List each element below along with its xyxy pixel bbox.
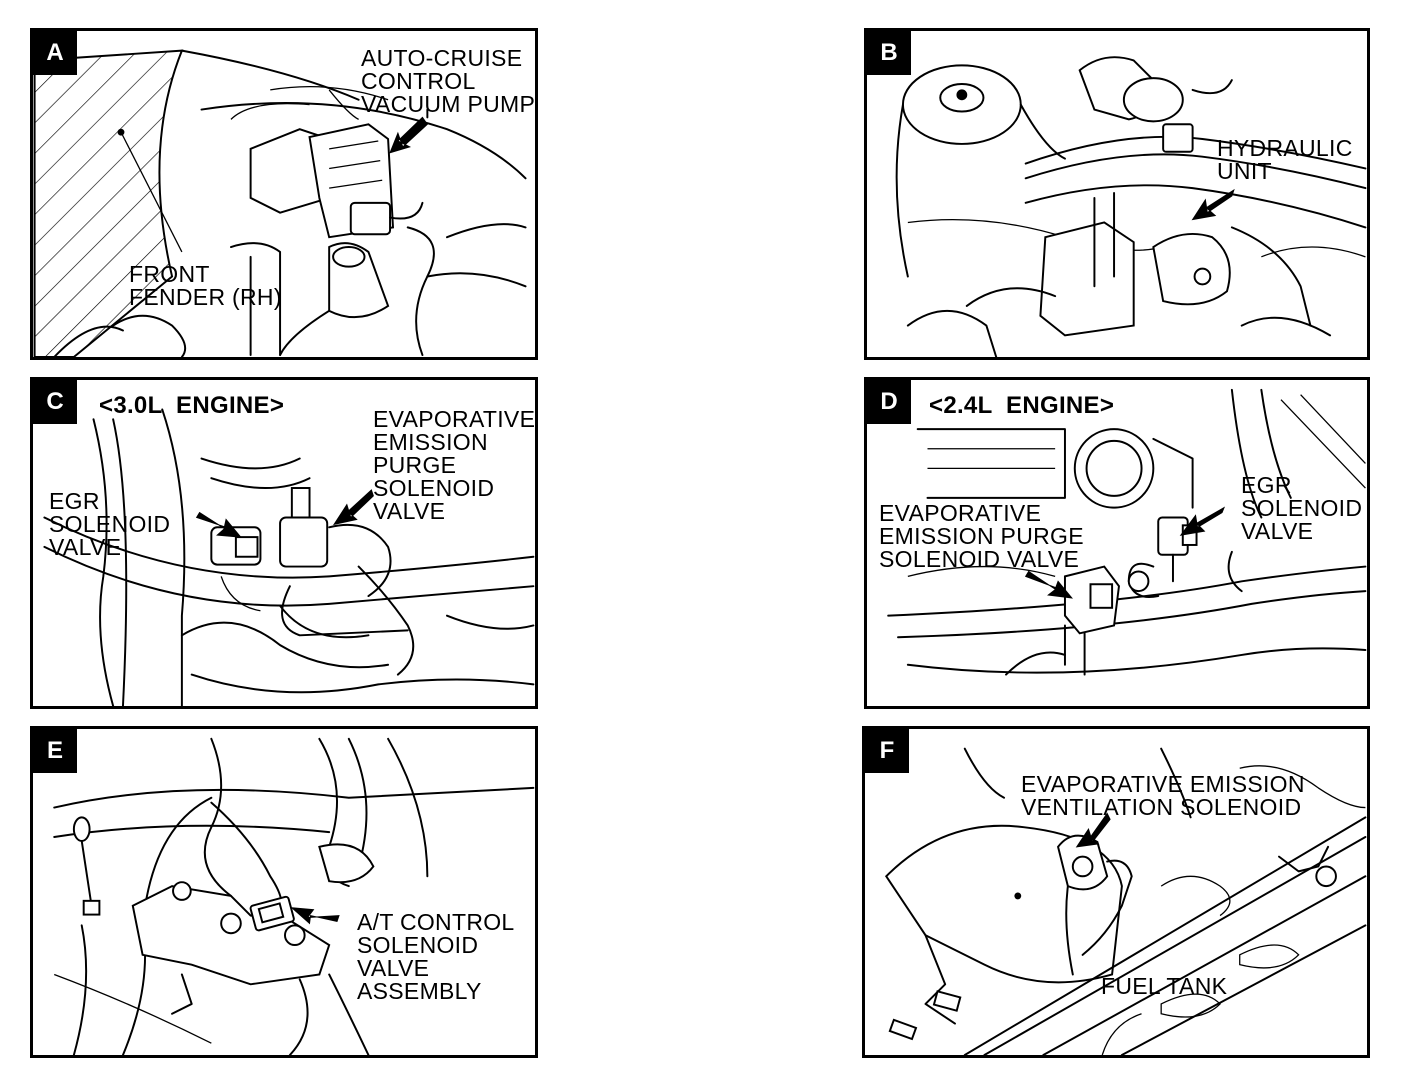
- purge-arrow: [333, 489, 374, 526]
- panel-d: D <2.4L ENGINE> EGR SOLENOID VALVE EVAPO…: [864, 377, 1370, 709]
- label-engine-2-4l: <2.4L ENGINE>: [929, 392, 1115, 419]
- label-front-fender: FRONT FENDER (RH): [129, 261, 282, 310]
- purge-arrow-d: [1024, 570, 1073, 599]
- panel-f-illustration: [884, 747, 1367, 1055]
- panel-e-letter: E: [33, 729, 77, 773]
- panel-f: F EVAPORATIVE EMISSION VENTILATION SOLEN…: [862, 726, 1370, 1058]
- panel-b-letter: B: [867, 31, 911, 75]
- panel-d-illustration: [887, 388, 1367, 676]
- panel-a-illustration: [33, 49, 527, 357]
- egr-arrow-d: [1179, 506, 1226, 536]
- label-hydraulic-unit: HYDRAULIC UNIT: [1217, 135, 1353, 184]
- panel-d-letter: D: [867, 380, 911, 424]
- panel-a: A AUTO-CRUISE CONTROL: [30, 28, 538, 360]
- fender-hatched-area: [33, 49, 184, 357]
- panel-e: E A/T CONTROL SOLENOID VALVE ASSEMBLY: [30, 726, 538, 1058]
- panel-f-letter: F: [865, 729, 909, 773]
- panel-c-illustration: [43, 408, 535, 706]
- panel-b-illustration: [895, 56, 1367, 357]
- label-egr-solenoid-d: EGR SOLENOID VALVE: [1241, 472, 1363, 544]
- label-at-control-solenoid: A/T CONTROL SOLENOID VALVE ASSEMBLY: [357, 909, 515, 1004]
- label-egr-solenoid-c: EGR SOLENOID VALVE: [49, 488, 171, 560]
- panel-a-letter: A: [33, 31, 77, 75]
- ventilation-arrow: [1075, 812, 1111, 848]
- label-auto-cruise-vacuum-pump: AUTO-CRUISE CONTROL VACUUM PUMP: [361, 45, 536, 117]
- panel-b: B HYDRAULIC UNIT: [864, 28, 1370, 360]
- panel-e-illustration: [53, 737, 535, 1055]
- egr-arrow: [195, 511, 242, 538]
- hydraulic-unit-body: [1039, 221, 1135, 337]
- label-evaporative-purge-c: EVAPORATIVE EMISSION PURGE SOLENOID VALV…: [373, 406, 536, 524]
- hydraulic-arrow: [1191, 188, 1235, 221]
- label-evaporative-purge-d: EVAPORATIVE EMISSION PURGE SOLENOID VALV…: [879, 500, 1084, 572]
- panel-c-letter: C: [33, 380, 77, 424]
- label-fuel-tank: FUEL TANK: [1101, 973, 1228, 999]
- label-engine-3-0l: <3.0L ENGINE>: [99, 392, 285, 419]
- at-arrow: [290, 907, 340, 925]
- pump-arrow: [389, 116, 429, 154]
- purge-solenoid-valve: [279, 516, 329, 568]
- label-evaporative-ventilation-solenoid: EVAPORATIVE EMISSION VENTILATION SOLENOI…: [1021, 771, 1305, 820]
- panel-c: C <3.0L ENGINE> EVAPORATIVE EMISSION PUR…: [30, 377, 538, 709]
